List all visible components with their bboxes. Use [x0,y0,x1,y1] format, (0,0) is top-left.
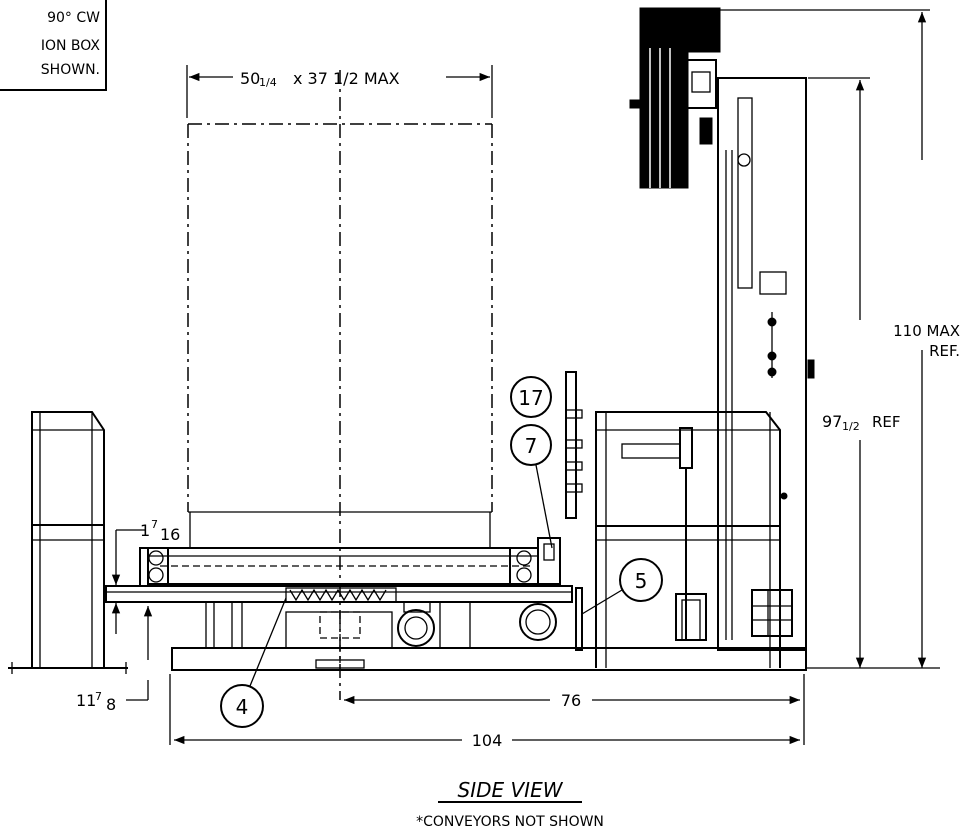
note-line-3: SHOWN. [41,62,100,78]
control-bracket [565,371,693,640]
machine-base [171,647,807,671]
note-box: 90° CW ION BOX SHOWN. [0,0,107,91]
load-width-dimension: 50 1/4 x 37 1/2 MAX [188,69,490,89]
drive-assembly [205,587,557,669]
load-envelope [186,65,493,700]
balloon-17: 17 [510,376,552,418]
caption: SIDE VIEW *CONVEYORS NOT SHOWN [416,778,604,830]
height-ref-frac: 1/2 [842,420,860,433]
left-stand [8,411,128,674]
offset-num: 7 [151,518,158,531]
offset-den: 16 [160,525,180,544]
mast [675,77,815,651]
view-title: SIDE VIEW [458,778,564,802]
right-guard-frame [595,411,781,668]
height-dimensions: 110 MAX REF. 97 1/2 REF [806,12,960,669]
load-width-frac: 1/4 [259,76,277,89]
bottom-dimensions: 76 104 [169,674,805,750]
table-height-dimension: 11 7 8 [76,606,153,714]
dim-76: 76 [561,691,581,710]
table-height-num: 7 [95,690,102,703]
height-ref-suffix: REF [872,413,901,431]
turntable [105,537,583,651]
balloon-7: 7 [510,424,553,549]
height-max-label: 110 MAX [893,322,960,340]
note-line-1: 90° CW [47,10,100,26]
svg-text:4: 4 [236,695,249,719]
load-width-rest: x 37 1/2 MAX [293,69,400,88]
table-offset-dimension: 1 7 16 [104,518,180,634]
svg-text:17: 17 [518,386,543,410]
note-line-2: ION BOX [41,38,101,54]
height-ref-whole: 97 [822,412,842,431]
svg-text:5: 5 [635,569,648,593]
offset-whole: 1 [140,521,150,540]
svg-text:7: 7 [525,434,538,458]
load-width-whole: 50 [240,69,260,88]
conveyor-note: *CONVEYORS NOT SHOWN [416,814,604,830]
dim-104: 104 [472,731,503,750]
table-height-whole: 11 [76,691,96,710]
balloon-4: 4 [220,597,287,728]
height-max-ref: REF. [929,342,960,360]
balloon-5: 5 [581,558,663,615]
film-carriage [629,7,930,189]
table-height-den: 8 [106,695,116,714]
